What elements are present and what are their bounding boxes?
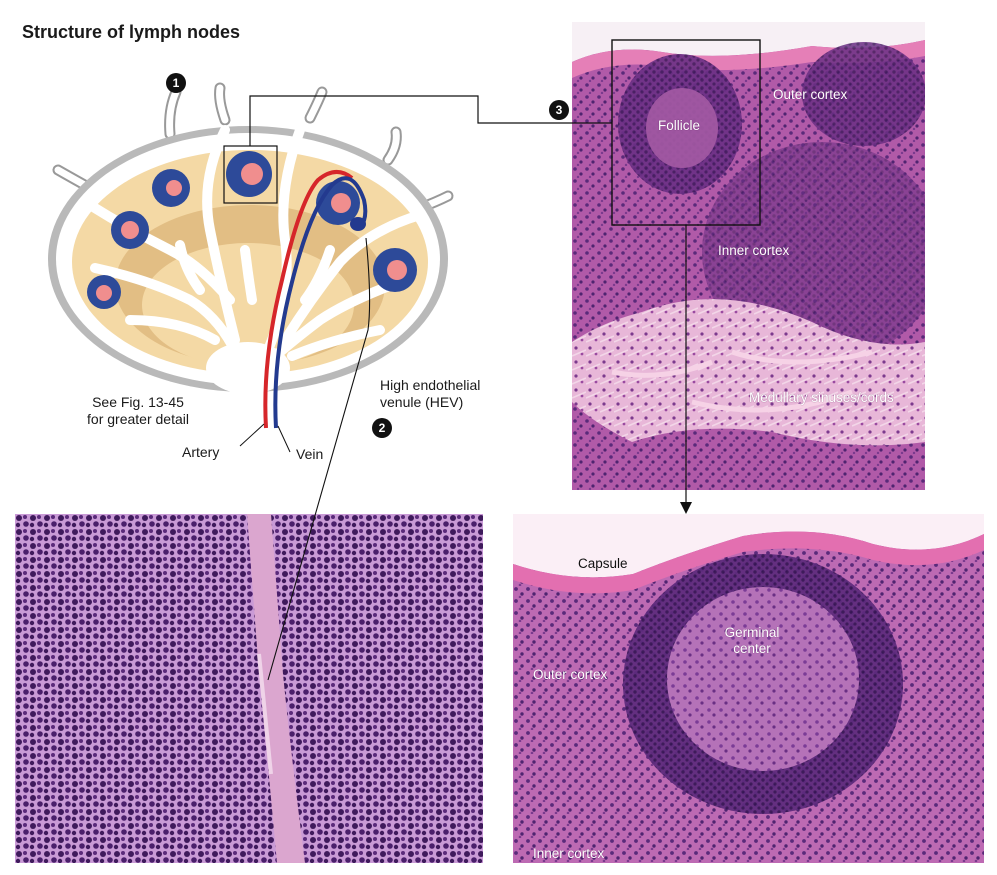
see-fig-line1: See Fig. 13-45 bbox=[92, 394, 184, 410]
medullary-label: Medullary sinuses/cords bbox=[749, 390, 894, 405]
inner-cortex-zoom-label: Inner cortex bbox=[533, 846, 605, 861]
outer-cortex-label: Outer cortex bbox=[773, 87, 848, 102]
germinal-line2: center bbox=[733, 641, 771, 656]
box-to-follicle-line bbox=[249, 95, 612, 146]
see-fig-line2: for greater detail bbox=[87, 411, 189, 427]
artery-vessel bbox=[263, 170, 354, 429]
follicle-micrograph bbox=[513, 514, 984, 863]
hev-line1: High endothelial bbox=[380, 377, 481, 393]
hev-micrograph bbox=[15, 514, 483, 863]
hev-pointer-line bbox=[267, 237, 371, 681]
artery-label: Artery bbox=[182, 444, 220, 460]
hev-line2: venule (HEV) bbox=[380, 394, 464, 410]
vein-vessel bbox=[273, 176, 368, 429]
medullary-sinuses bbox=[85, 125, 425, 361]
outer-cortex-zoom-label: Outer cortex bbox=[533, 667, 608, 682]
lymphoid-follicles bbox=[87, 151, 417, 309]
hev-vessel bbox=[350, 217, 366, 231]
vein-pointer bbox=[277, 425, 291, 453]
figure-title: Structure of lymph nodes bbox=[22, 22, 241, 42]
vein-label: Vein bbox=[296, 446, 324, 462]
marker-3: 3 bbox=[549, 100, 569, 120]
marker-2: 2 bbox=[372, 418, 392, 438]
see-fig-label: See Fig. 13-45 for greater detail bbox=[58, 394, 218, 428]
germinal-line1: Germinal bbox=[724, 625, 780, 640]
low-magnification-micrograph bbox=[572, 22, 925, 490]
marker-1: 1 bbox=[166, 73, 186, 93]
hev-label: High endothelial venule (HEV) bbox=[380, 377, 480, 411]
lymph-node-diagram bbox=[48, 82, 454, 429]
hev-lumen bbox=[247, 514, 305, 863]
capsule-label: Capsule bbox=[578, 556, 628, 571]
follicle-label: Follicle bbox=[658, 118, 701, 133]
germinal-center-label: Germinal center bbox=[718, 625, 786, 657]
artery-pointer bbox=[239, 423, 265, 447]
inner-cortex-label: Inner cortex bbox=[718, 243, 790, 258]
